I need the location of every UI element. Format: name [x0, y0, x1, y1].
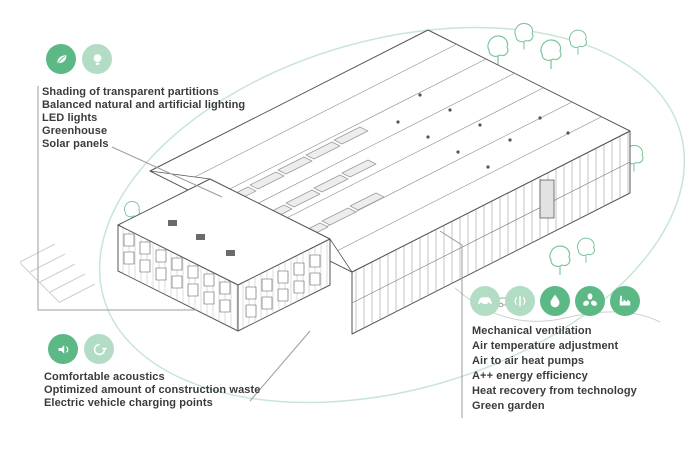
feature-item: LED lights [42, 112, 98, 124]
feature-item: Air temperature adjustment [472, 340, 619, 352]
feature-item: Comfortable acoustics [44, 371, 165, 383]
feature-item: Air to air heat pumps [472, 355, 585, 367]
feature-item: Green garden [472, 400, 545, 412]
office-windows-right [245, 254, 321, 318]
water-drop-icon [540, 286, 570, 316]
lightbulb-icon [82, 44, 112, 74]
feature-item: Electric vehicle charging points [44, 397, 213, 409]
lighting-icon-row [46, 44, 112, 74]
air-flow-icon [505, 286, 535, 316]
hvac-icon-row [470, 286, 640, 316]
loading-door [539, 179, 555, 219]
feature-item: Greenhouse [42, 125, 108, 137]
ev-car-icon [470, 286, 500, 316]
acoustics-icon [48, 334, 78, 364]
feature-item: A++ energy efficiency [472, 370, 588, 382]
hvac-feature-list: Mechanical ventilation Air temperature a… [472, 324, 637, 414]
feature-item: Optimized amount of construction waste [44, 384, 261, 396]
feature-item: Shading of transparent partitions [42, 86, 219, 98]
recycle-icon [84, 334, 114, 364]
leaf-icon [46, 44, 76, 74]
roof-vents [396, 93, 570, 169]
factory-icon [610, 286, 640, 316]
construction-feature-list: Comfortable acoustics Optimized amount o… [44, 371, 260, 410]
feature-item: Heat recovery from technology [472, 385, 637, 397]
feature-item: Balanced natural and artificial lighting [42, 99, 246, 111]
fan-icon [575, 286, 605, 316]
leader-lines [37, 86, 463, 418]
lighting-feature-list: Shading of transparent partitions Balanc… [42, 86, 245, 151]
background-ellipse [98, 26, 686, 404]
feature-item: Mechanical ventilation [472, 325, 592, 337]
warehouse-building [117, 29, 631, 335]
feature-item: Solar panels [42, 138, 109, 150]
office-windows-left [123, 233, 231, 313]
construction-icon-row [48, 334, 114, 364]
